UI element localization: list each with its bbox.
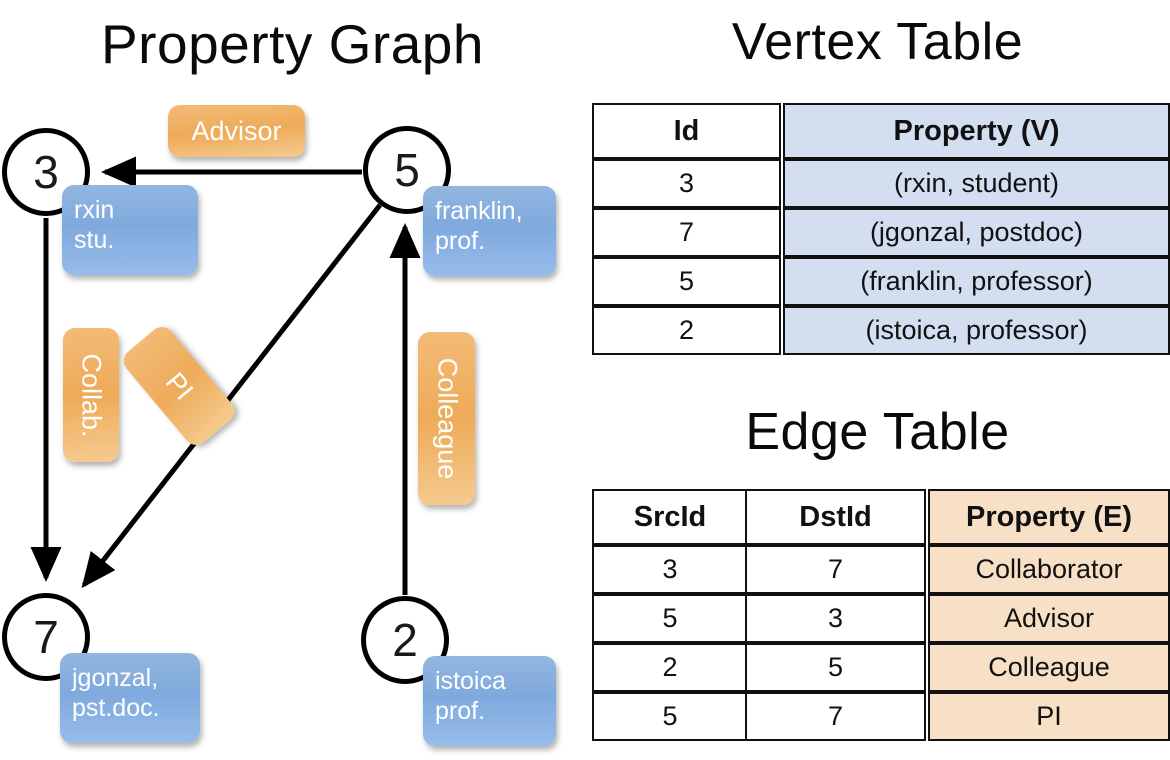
graph-edge-label-advisor-text: Advisor (191, 115, 282, 146)
graph-node-property-3-line2: stu. (74, 226, 115, 254)
table-row: Property (E) (928, 489, 1170, 545)
table-row: DstId (745, 489, 926, 545)
edge-table-cell-property-1: Advisor (928, 594, 1170, 643)
graph-edges-svg (30, 156, 421, 595)
vertex-table-property-column: Property (V) (rxin, student) (jgonzal, p… (783, 103, 1170, 355)
edge-table-header-dstid: DstId (745, 489, 926, 545)
edge-table-cell-src-1: 5 (592, 594, 748, 643)
graph-node-2[interactable]: 2 (361, 596, 449, 684)
table-row: Id (592, 103, 781, 159)
edge-table-cell-property-0: Collaborator (928, 545, 1170, 594)
graph-edge-label-colleague-text: Colleague (432, 357, 462, 480)
vertex-table-cell-id-0: 3 (592, 159, 781, 208)
edge-table-cell-dst-1: 3 (745, 594, 926, 643)
table-row: 5 (745, 643, 926, 692)
graph-node-property-3-line1: rxin (74, 196, 115, 224)
section-title-edge-table: Edge Table (745, 403, 1010, 461)
table-row: PI (928, 692, 1170, 741)
graph-node-property-5-line1: franklin, (435, 197, 523, 225)
edge-table-property-column: Property (E) Collaborator Advisor Collea… (928, 489, 1170, 741)
table-row: 5 (592, 594, 748, 643)
vertex-table-cell-id-1: 7 (592, 208, 781, 257)
vertex-table-cell-id-2: 5 (592, 257, 781, 306)
table-row: 2 (592, 306, 781, 355)
edge-table-cell-src-0: 3 (592, 545, 748, 594)
table-row: 3 (592, 159, 781, 208)
edge-table-cell-src-2: 2 (592, 643, 748, 692)
table-row: Colleague (928, 643, 1170, 692)
vertex-table-header-id: Id (592, 103, 781, 159)
edge-table-cell-src-3: 5 (592, 692, 748, 741)
property-graph-diagram: 3 5 7 2 rxin stu. franklin, prof. jgonza… (2, 105, 556, 746)
table-row: SrcId (592, 489, 748, 545)
vertex-table-header-property: Property (V) (783, 103, 1170, 159)
graph-node-property-2-line1: istoica (435, 667, 506, 695)
vertex-table-cell-property-1: (jgonzal, postdoc) (783, 208, 1170, 257)
edge-table-cell-dst-2: 5 (745, 643, 926, 692)
graph-node-property-5-line2: prof. (435, 227, 486, 255)
graph-edge-label-collab-text: Collab. (76, 352, 107, 438)
vertex-table-cell-property-0: (rxin, student) (783, 159, 1170, 208)
graph-node-property-7: jgonzal, pst.doc. (60, 653, 200, 743)
table-row: 5 (592, 692, 748, 741)
edge-table-header-srcid: SrcId (592, 489, 748, 545)
table-row: 3 (592, 545, 748, 594)
table-row: (franklin, professor) (783, 257, 1170, 306)
graph-node-property-7-line2: pst.doc. (72, 694, 160, 722)
table-row: 2 (592, 643, 748, 692)
table-row: 3 (745, 594, 926, 643)
edge-table-dstid-column: DstId 7 3 5 7 (745, 489, 926, 741)
table-row: 7 (745, 692, 926, 741)
graph-edge-label-advisor: Advisor (168, 105, 305, 157)
table-row: 7 (592, 208, 781, 257)
graph-node-property-2: istoica prof. (423, 656, 556, 746)
vertex-table-cell-id-3: 2 (592, 306, 781, 355)
table-row: Collaborator (928, 545, 1170, 594)
edge-table-cell-property-3: PI (928, 692, 1170, 741)
table-row: (istoica, professor) (783, 306, 1170, 355)
table-row: 7 (745, 545, 926, 594)
edge-table-srcid-column: SrcId 3 5 2 5 (592, 489, 748, 741)
table-row: Property (V) (783, 103, 1170, 159)
table-row: (rxin, student) (783, 159, 1170, 208)
graph-node-property-3: rxin stu. (62, 185, 198, 275)
graph-edge-label-collab: Collab. (63, 328, 119, 462)
vertex-table-cell-property-3: (istoica, professor) (783, 306, 1170, 355)
section-title-vertex-table: Vertex Table (731, 13, 1024, 71)
graph-node-5[interactable]: 5 (363, 126, 451, 214)
vertex-table-cell-property-2: (franklin, professor) (783, 257, 1170, 306)
vertex-table-id-column: Id 3 7 5 2 (592, 103, 781, 355)
table-row: Advisor (928, 594, 1170, 643)
table-row: (jgonzal, postdoc) (783, 208, 1170, 257)
edge-table-cell-property-2: Colleague (928, 643, 1170, 692)
edge-table-cell-dst-3: 7 (745, 692, 926, 741)
graph-node-property-7-line1: jgonzal, (72, 664, 159, 692)
graph-node-property-5: franklin, prof. (423, 186, 556, 276)
table-row: 5 (592, 257, 781, 306)
edge-table-cell-dst-0: 7 (745, 545, 926, 594)
page-title-property-graph: Property Graph (100, 13, 484, 75)
graph-edge-5-to-7 (81, 203, 382, 589)
graph-edge-label-pi-text: PI (159, 366, 200, 406)
graph-node-property-2-line2: prof. (435, 697, 486, 725)
graph-edge-label-colleague: Colleague (418, 332, 475, 505)
edge-table-header-property: Property (E) (928, 489, 1170, 545)
